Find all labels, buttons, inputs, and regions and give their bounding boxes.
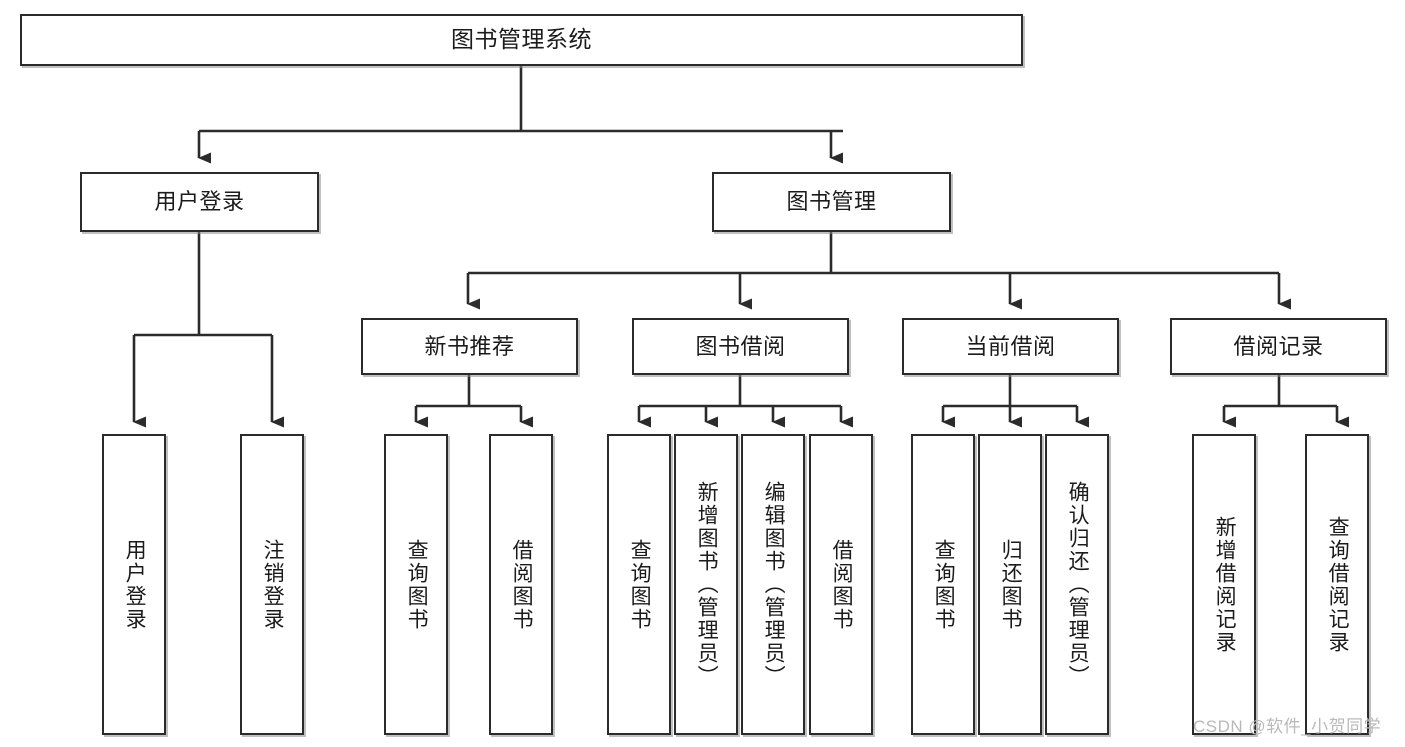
node-root-label: 图书管理系统 — [451, 26, 592, 53]
leaf-query-record[interactable]: 查询借阅记录 — [1305, 434, 1369, 735]
node-user-login-label: 用户登录 — [154, 189, 245, 215]
node-book-borrow[interactable]: 图书借阅 — [632, 318, 849, 375]
node-current-borrow-label: 当前借阅 — [965, 333, 1056, 359]
leaf-confirm-return-label: 确认归还（管理员） — [1066, 481, 1090, 688]
leaf-query-book-3-label: 查询图书 — [932, 538, 956, 631]
node-current-borrow[interactable]: 当前借阅 — [902, 318, 1119, 375]
leaf-borrow-book-1[interactable]: 借阅图书 — [489, 434, 553, 735]
node-book-borrow-label: 图书借阅 — [695, 333, 786, 359]
leaf-query-record-label: 查询借阅记录 — [1326, 515, 1350, 654]
node-book-manage-label: 图书管理 — [786, 189, 877, 215]
leaf-logout-label: 注销登录 — [261, 538, 285, 631]
leaf-return-book-label: 归还图书 — [999, 538, 1023, 631]
leaf-add-record[interactable]: 新增借阅记录 — [1192, 434, 1256, 735]
leaf-add-book[interactable]: 新增图书（管理员） — [674, 434, 738, 735]
leaf-query-book-2[interactable]: 查询图书 — [607, 434, 671, 735]
leaf-confirm-return[interactable]: 确认归还（管理员） — [1045, 434, 1109, 735]
leaf-query-book-3[interactable]: 查询图书 — [911, 434, 975, 735]
leaf-query-book-1[interactable]: 查询图书 — [384, 434, 448, 735]
leaf-borrow-book-2[interactable]: 借阅图书 — [809, 434, 873, 735]
leaf-edit-book[interactable]: 编辑图书（管理员） — [741, 434, 805, 735]
leaf-logout[interactable]: 注销登录 — [240, 434, 304, 735]
leaf-borrow-book-2-label: 借阅图书 — [830, 538, 854, 631]
node-new-book-rec[interactable]: 新书推荐 — [361, 318, 578, 375]
leaf-query-book-2-label: 查询图书 — [628, 538, 652, 631]
node-new-book-rec-label: 新书推荐 — [424, 333, 515, 359]
node-root[interactable]: 图书管理系统 — [20, 14, 1023, 66]
leaf-user-login-label: 用户登录 — [123, 538, 147, 631]
node-book-manage[interactable]: 图书管理 — [712, 172, 951, 232]
leaf-edit-book-label: 编辑图书（管理员） — [762, 481, 786, 688]
leaf-borrow-book-1-label: 借阅图书 — [510, 538, 534, 631]
node-borrow-record[interactable]: 借阅记录 — [1170, 318, 1387, 375]
csdn-watermark: CSDN @软件_小贺同学 — [1193, 717, 1382, 736]
leaf-add-book-label: 新增图书（管理员） — [695, 481, 719, 688]
leaf-query-book-1-label: 查询图书 — [405, 538, 429, 631]
node-user-login[interactable]: 用户登录 — [80, 172, 319, 232]
leaf-add-record-label: 新增借阅记录 — [1213, 515, 1237, 654]
node-borrow-record-label: 借阅记录 — [1233, 333, 1324, 359]
leaf-user-login[interactable]: 用户登录 — [102, 434, 166, 735]
leaf-return-book[interactable]: 归还图书 — [978, 434, 1042, 735]
